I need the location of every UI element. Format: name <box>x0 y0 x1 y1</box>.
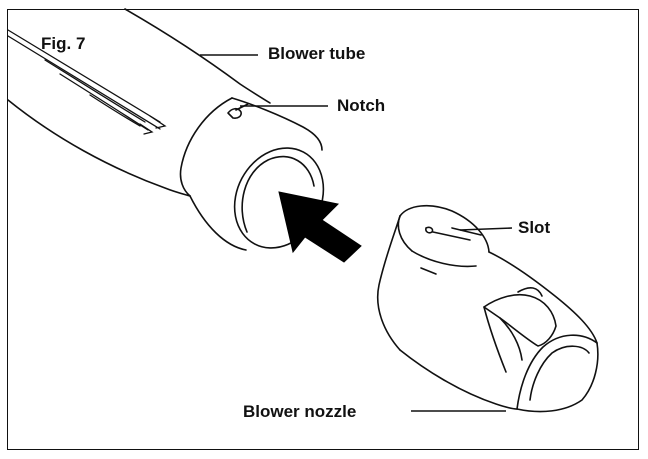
leader-slot <box>459 227 513 231</box>
callout-slot: Slot <box>518 218 551 237</box>
callout-notch: Notch <box>337 96 386 115</box>
callout-blower-nozzle: Blower nozzle <box>243 402 357 421</box>
figure-number: Fig. 7 <box>41 34 86 53</box>
callout-blower-tube: Blower tube <box>268 44 366 63</box>
tube-stripes <box>7 29 167 135</box>
arrow-icon <box>278 191 362 263</box>
leader-lines <box>200 54 513 412</box>
blower-nozzle <box>376 204 599 413</box>
blower-tube <box>7 8 325 251</box>
